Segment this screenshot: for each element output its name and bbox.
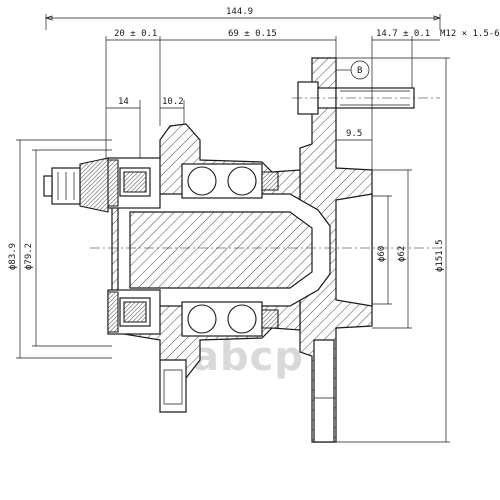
dim-dia-151-5: ϕ151.5 bbox=[435, 239, 445, 272]
bearing-ball-upper-left bbox=[187, 166, 217, 196]
lower-bearing bbox=[181, 301, 279, 337]
dim-sensor-offset: 14 bbox=[118, 97, 129, 107]
dimension-labels: 144.9 20 ± 0.1 69 ± 0.15 14.7 ± 0.1 M12 … bbox=[8, 7, 500, 272]
lower-stud bbox=[313, 339, 335, 443]
dim-dia-79-2: ϕ79.2 bbox=[24, 243, 34, 270]
dim-sensor-gap: 10.2 bbox=[162, 97, 184, 107]
bearing-ball-lower-left bbox=[187, 304, 217, 334]
datum-b-label: B bbox=[357, 66, 362, 76]
dim-overall-length: 144.9 bbox=[226, 7, 253, 17]
upper-bearing bbox=[181, 163, 279, 199]
dim-stud-offset: 14.7 ± 0.1 bbox=[376, 29, 430, 39]
dim-dia-62: ϕ62 bbox=[397, 246, 407, 262]
dim-dia-83-9: ϕ83.9 bbox=[8, 243, 18, 270]
bearing-ball-upper-right bbox=[227, 166, 257, 196]
dimension-lines bbox=[16, 14, 450, 443]
dim-stud-thread: M12 × 1.5-6g bbox=[440, 29, 500, 39]
knuckle-stub bbox=[159, 359, 187, 413]
bearing-ball-lower-right bbox=[227, 304, 257, 334]
hub-cross-section bbox=[43, 57, 415, 443]
dim-pilot-step: 9.5 bbox=[346, 129, 362, 139]
dim-dia-60: ϕ60 bbox=[377, 246, 387, 262]
upper-seal-ring bbox=[107, 157, 161, 209]
knuckle-stub-inner bbox=[163, 369, 183, 405]
watermark-logo: abcp bbox=[192, 334, 304, 380]
spindle-shaft bbox=[129, 211, 313, 289]
flange-recess bbox=[335, 193, 373, 307]
dim-hub-length: 69 ± 0.15 bbox=[228, 29, 277, 39]
abs-sensor-connector bbox=[43, 157, 109, 213]
dim-flange-offset: 20 ± 0.1 bbox=[114, 29, 157, 39]
lower-seal-ring bbox=[107, 289, 161, 335]
watermark-text: abcp bbox=[192, 334, 304, 380]
